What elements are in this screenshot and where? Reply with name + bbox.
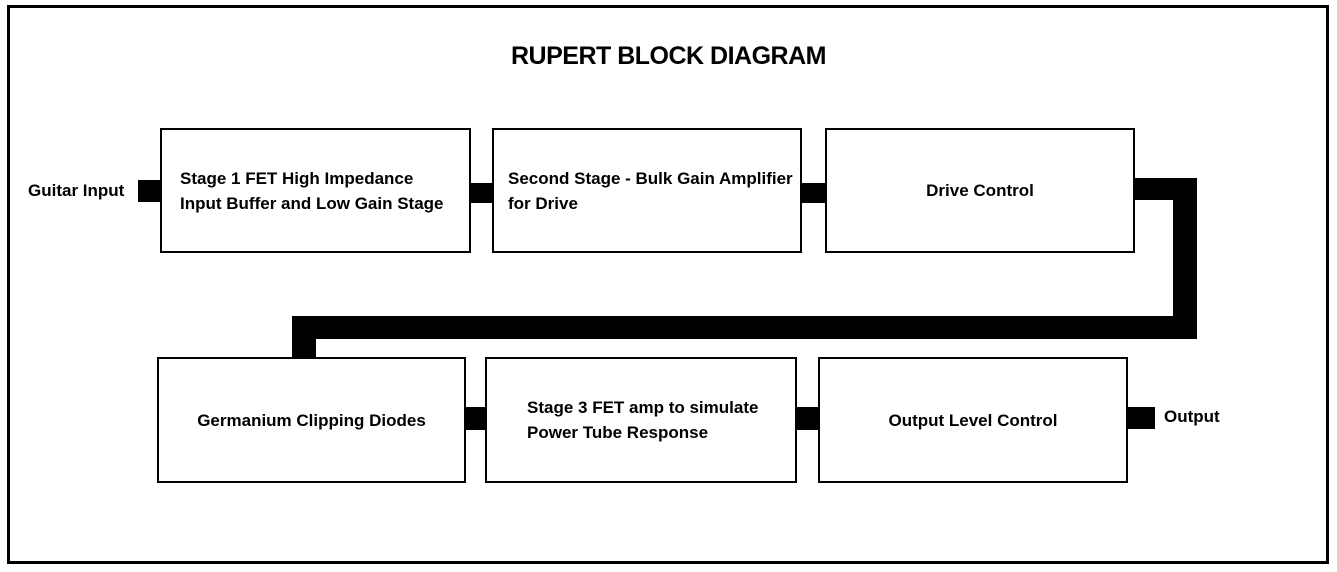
block-output-level-control: Output Level Control	[818, 357, 1128, 483]
connector-vertical-down	[1173, 178, 1197, 339]
block-germanium-diodes: Germanium Clipping Diodes	[157, 357, 466, 483]
block-label-line: Drive Control	[926, 181, 1034, 200]
page-title: RUPERT BLOCK DIAGRAM	[511, 42, 827, 70]
block-label-line: Stage 1 FET High Impedance	[180, 168, 414, 188]
connector-output-level-to-output	[1126, 407, 1155, 429]
block-label-line: Second Stage - Bulk Gain Amplifier	[508, 168, 793, 188]
block-label-line: Power Tube Response	[527, 423, 709, 442]
block-second-stage-gain: Second Stage - Bulk Gain Amplifier for D…	[492, 128, 802, 253]
block-label-line: Output Level Control	[888, 410, 1058, 430]
connector-stage2-to-drive-control	[800, 183, 827, 203]
connector-drop-to-germanium	[292, 337, 316, 359]
block-drive-control: Drive Control	[825, 128, 1135, 253]
block-stage1-fet-buffer: Stage 1 FET High Impedance Input Buffer …	[160, 128, 471, 253]
label-guitar-input: Guitar Input	[28, 181, 125, 200]
label-output: Output	[1164, 407, 1220, 426]
block-stage3-fet-amp: Stage 3 FET amp to simulate Power Tube R…	[485, 357, 797, 483]
connector-guitar-input-to-stage1	[138, 180, 162, 202]
connector-stage3-to-output-level	[795, 407, 820, 430]
connector-return-horizontal	[292, 316, 1197, 339]
block-label-line: for Drive	[508, 193, 578, 213]
connector-germanium-to-stage3	[464, 407, 487, 430]
block-label-line: Input Buffer and Low Gain Stage	[180, 193, 444, 213]
block-label-line: Germanium Clipping Diodes	[197, 410, 426, 430]
connector-stage1-to-stage2	[469, 183, 494, 203]
block-label-line: Stage 3 FET amp to simulate	[527, 398, 759, 417]
